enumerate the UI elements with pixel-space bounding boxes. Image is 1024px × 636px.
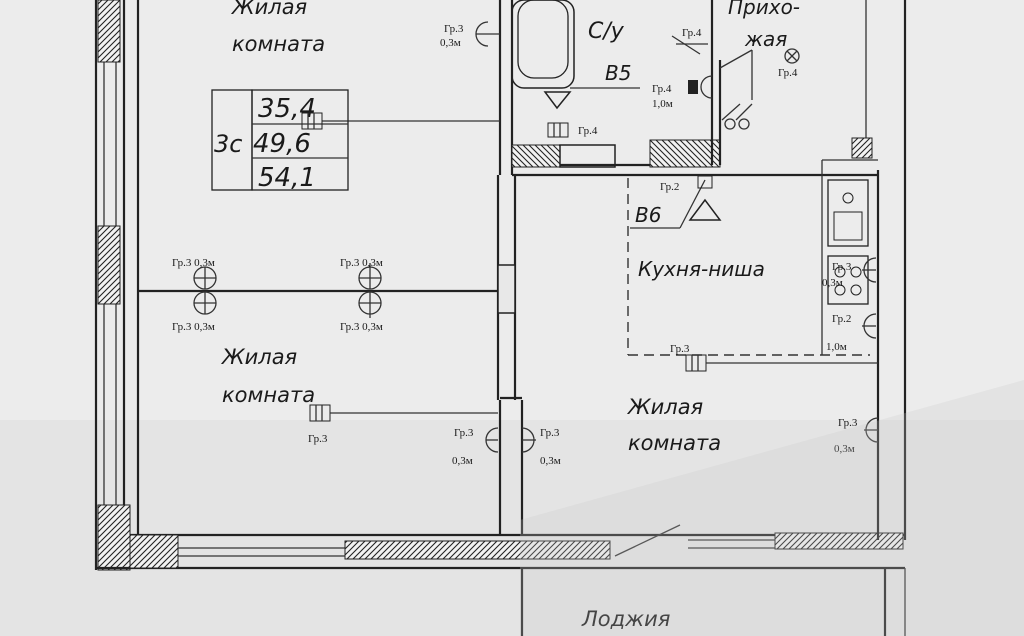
photo-shadow [520, 380, 1024, 636]
outlet-label: Гр.4 [578, 125, 598, 137]
outlet-label: Гр.3 [540, 427, 560, 439]
outlet-label: Гр.3 0,3м [340, 321, 383, 333]
kitchen-sink [827, 179, 869, 247]
socket-icon [475, 21, 500, 47]
outlet-label: Гр.2 [660, 181, 679, 193]
socket-icon [862, 257, 877, 283]
kitchen-stove [827, 255, 869, 305]
interior-walls [138, 0, 878, 535]
outlet-height: 0,3м [540, 455, 561, 467]
area-prefix: 3с [214, 130, 242, 158]
room-living-left-line1: Жилая [220, 345, 297, 369]
room-living-right-line1: Жилая [626, 395, 703, 419]
outlet-height: 1,0м [826, 341, 847, 353]
socket-icon [688, 75, 713, 99]
room-living-top-line2: комната [232, 32, 325, 56]
outlet-label: Гр.3 [308, 433, 328, 445]
outlet-label: Гр.3 0,3м [172, 257, 215, 269]
socket-icon [485, 427, 536, 453]
room-kitchen: Кухня-ниша [638, 257, 765, 281]
socket-icon [864, 417, 879, 443]
vent-b5: В5 [543, 61, 640, 110]
area-living: 35,4 [258, 94, 316, 124]
switch-icon [721, 103, 753, 130]
room-hallway-line2: жая [744, 27, 787, 51]
room-bathroom: С/у [588, 19, 625, 44]
outlet-height: 0,3м [452, 455, 473, 467]
outlet-label: Гр.2 [832, 313, 851, 325]
bathtub [511, 0, 575, 89]
outlet-label: Гр.3 [832, 261, 852, 273]
socket-icon [862, 313, 877, 339]
switch-icon [547, 122, 569, 138]
lamp-icon [671, 35, 708, 55]
switch-icon [697, 175, 713, 189]
outlet-label: Гр.3 [838, 417, 858, 429]
outlet-label: Гр.4 [778, 67, 798, 79]
room-labels: Жилая комната Жилая комната Жилая комнат… [220, 0, 800, 631]
socket-icon [193, 266, 217, 315]
outlet-height: 0,3м [822, 277, 843, 289]
outlet-label: Гр.3 0,3м [340, 257, 383, 269]
area-total-loggia: 54,1 [258, 163, 316, 193]
lamp-icon [784, 48, 800, 64]
outlets: Гр.3 0,3м Гр.3 0,3м Гр.3 0,3м Гр.3 0 [172, 21, 879, 467]
outlet-height: 1,0м [652, 98, 673, 110]
outer-walls [94, 0, 907, 636]
outlet-height: 0,3м [834, 443, 855, 455]
vent-b6-label: В6 [635, 203, 661, 227]
outlet-label: Гр.3 [454, 427, 474, 439]
room-living-top-line1: Жилая [230, 0, 307, 19]
outlet-label: Гр.4 [652, 83, 672, 95]
room-living-right-line2: комната [628, 431, 721, 455]
outlet-label: Гр.3 [670, 343, 690, 355]
outlet-height: 0,3м [440, 37, 461, 49]
room-hallway-line1: Прихо- [728, 0, 800, 19]
vent-b5-label: В5 [605, 61, 631, 85]
outlet-label: Гр.4 [682, 27, 702, 39]
room-loggia: Лоджия [581, 607, 670, 631]
area-total: 49,6 [253, 129, 311, 159]
outlet-label: Гр.3 0,3м [172, 321, 215, 333]
area-box: 35,4 49,6 54,1 3с [211, 89, 349, 193]
outlet-label: Гр.3 [444, 23, 464, 35]
switch-icon [685, 354, 878, 372]
room-living-left-line2: комната [222, 383, 315, 407]
socket-icon [358, 263, 382, 318]
switch-icon [309, 404, 498, 422]
switch-icon [301, 112, 323, 130]
vent-b6: В6 [630, 179, 722, 229]
